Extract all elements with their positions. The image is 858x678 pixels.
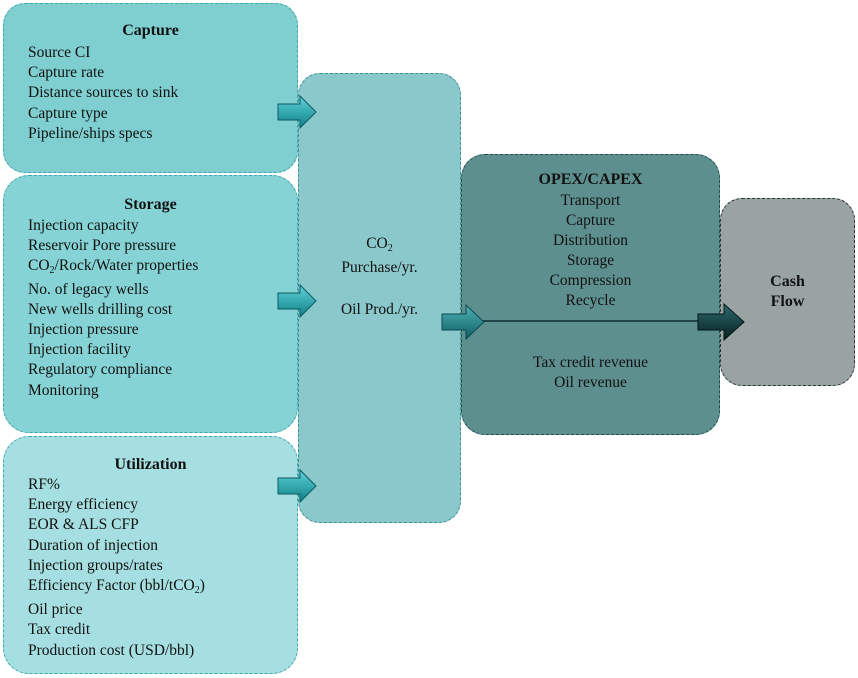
storage-title: Storage [124, 196, 177, 213]
capture-list: Source CI Capture rate Distance sources … [28, 43, 178, 144]
list-item: Oil price [28, 601, 83, 619]
cash-flow-box: Cash Flow [720, 198, 855, 386]
revenue-item: Tax credit revenue [532, 354, 649, 371]
list-item: Regulatory compliance [28, 361, 173, 379]
revenue-item: Oil revenue [554, 374, 627, 391]
capture-title: Capture [122, 22, 179, 39]
purchase-label: Purchase/yr. [341, 259, 418, 276]
opex-capex-title: OPEX/CAPEX [538, 171, 643, 188]
opex-item: Transport [560, 192, 621, 209]
oil-prod-label: Oil Prod./yr. [340, 301, 419, 318]
list-item: Capture type [28, 104, 108, 122]
opex-capex-box: OPEX/CAPEX Transport Capture Distributio… [461, 154, 720, 435]
connector-line [470, 320, 728, 322]
opex-item: Distribution [553, 232, 628, 249]
storage-box: Storage Injection capacity Reservoir Por… [3, 175, 298, 433]
opex-item: Compression [549, 272, 632, 289]
list-item: RF% [28, 476, 60, 493]
opex-item: Recycle [565, 292, 616, 309]
list-item: CO2/Rock/Water properties [28, 257, 199, 277]
list-item: Distance sources to sink [28, 84, 179, 102]
list-item: Duration of injection [28, 536, 158, 554]
capture-arrow-icon [277, 94, 317, 130]
utilization-list: RF% Energy efficiency EOR & ALS CFP Dura… [28, 475, 205, 661]
opex-to-cash-arrow-icon [697, 302, 745, 342]
capture-box: Capture Source CI Capture rate Distance … [3, 3, 298, 173]
list-item: Injection capacity [28, 217, 139, 234]
list-item: EOR & ALS CFP [28, 516, 139, 534]
center-box: CO2 Purchase/yr. Oil Prod./yr. [298, 73, 461, 523]
list-item: Source CI [28, 44, 91, 61]
list-item: Energy efficiency [28, 496, 139, 514]
list-item: Injection groups/rates [28, 556, 163, 574]
storage-list: Injection capacity Reservoir Pore pressu… [28, 216, 198, 401]
storage-arrow-icon [277, 283, 317, 319]
list-item: Efficiency Factor (bbl/tCO2) [28, 577, 205, 597]
list-item: Injection facility [28, 341, 131, 359]
utilization-box: Utilization RF% Energy efficiency EOR & … [3, 436, 298, 674]
list-item: New wells drilling cost [28, 300, 173, 318]
co2-label: CO2 [366, 235, 393, 254]
list-item: Pipeline/ships specs [28, 124, 153, 142]
list-item: Capture rate [28, 64, 105, 82]
list-item: Injection pressure [28, 321, 139, 339]
utilization-title: Utilization [114, 456, 187, 473]
list-item: Production cost (USD/bbl) [28, 641, 195, 659]
list-item: Reservoir Pore pressure [28, 237, 177, 255]
utilization-arrow-icon [277, 468, 317, 504]
list-item: Tax credit [28, 621, 91, 639]
list-item: No. of legacy wells [28, 280, 149, 298]
opex-item: Storage [566, 252, 615, 269]
cash-flow-title-line1: Cash [770, 273, 805, 290]
opex-item: Capture [565, 212, 616, 229]
cash-flow-title-line2: Flow [770, 293, 805, 310]
list-item: Monitoring [28, 381, 99, 399]
center-to-opex-arrow-icon [441, 303, 485, 341]
